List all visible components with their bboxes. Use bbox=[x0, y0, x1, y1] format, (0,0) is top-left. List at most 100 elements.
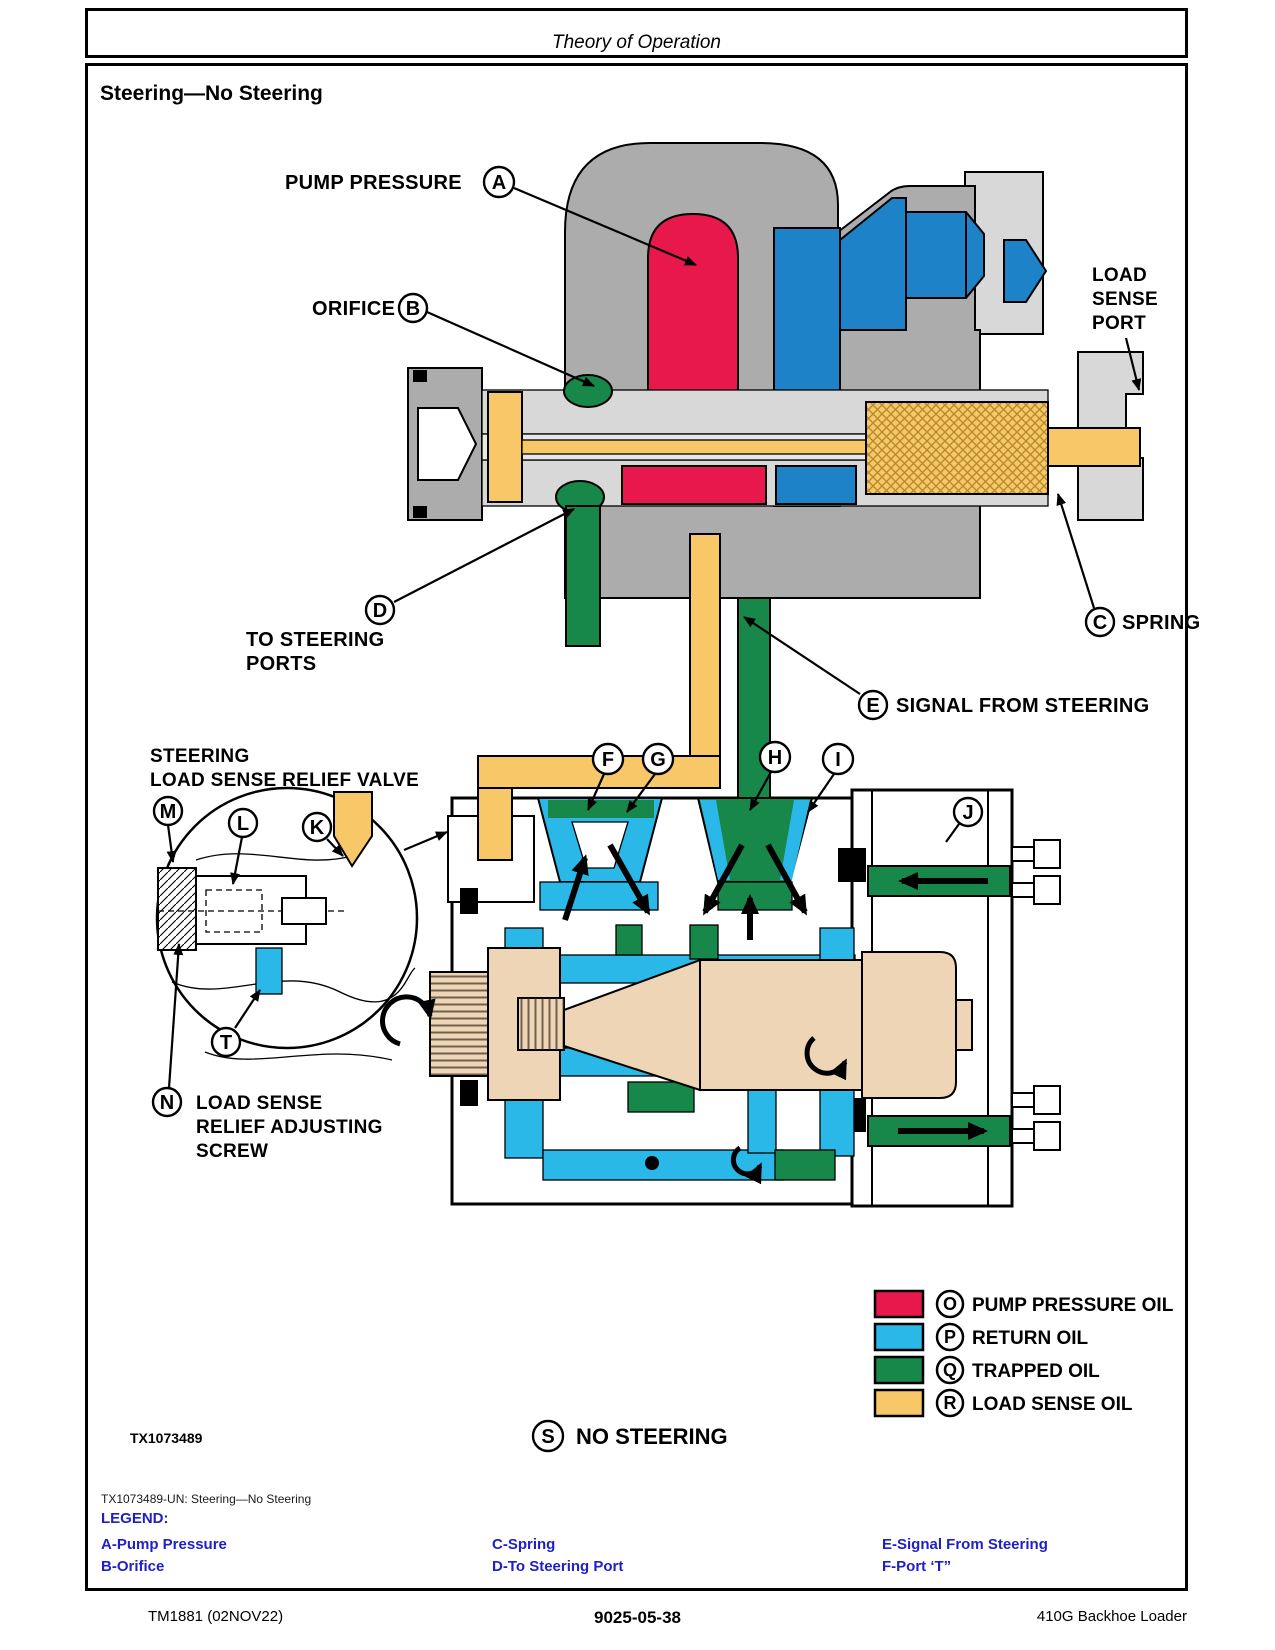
label-adjusting-screw: LOAD SENSE bbox=[196, 1093, 323, 1114]
legend-circle bbox=[935, 1388, 965, 1418]
callout-circle bbox=[857, 689, 889, 721]
return-flow-arrow bbox=[607, 843, 651, 916]
leader-f bbox=[586, 773, 606, 811]
callout-letter: N bbox=[160, 1092, 174, 1114]
trapped-flow-arrow bbox=[765, 843, 808, 916]
section-title: Steering—No Steering bbox=[100, 82, 323, 105]
trapped-funnel-cyan-edge bbox=[700, 800, 730, 880]
callout-t: T bbox=[210, 1026, 242, 1058]
leader-e bbox=[743, 616, 861, 695]
callout-letter: C bbox=[1093, 612, 1107, 634]
callout-circle bbox=[151, 1086, 183, 1118]
shaft-spline-teeth bbox=[517, 997, 565, 1051]
leader-b bbox=[426, 310, 595, 388]
leader-m bbox=[166, 824, 177, 863]
page-footer: 9025-05-38 TM1881 (02NOV22) 410G Backhoe… bbox=[0, 1608, 1275, 1638]
leader-a bbox=[513, 186, 697, 267]
load-sense-pipe-vertical bbox=[689, 533, 721, 767]
callout-letter: G bbox=[650, 749, 666, 771]
blue-hex-fitting bbox=[905, 211, 985, 299]
relief-port-t-return bbox=[255, 947, 283, 995]
legend-letter: O bbox=[943, 1294, 957, 1314]
spool-spring-coils bbox=[865, 401, 1049, 495]
trapped-pocket bbox=[615, 924, 643, 956]
bolt-head bbox=[1033, 839, 1061, 869]
oil-legend-row: O PUMP PRESSURE OIL bbox=[873, 1289, 1174, 1319]
legend-letter: P bbox=[944, 1327, 956, 1347]
trapped-pocket bbox=[689, 924, 719, 960]
figure-frame bbox=[85, 63, 1188, 1591]
callout-k: K bbox=[301, 811, 333, 843]
label-adjusting-screw: RELIEF ADJUSTING bbox=[196, 1117, 383, 1138]
legend-item-e: E-Signal From Steering bbox=[882, 1536, 1048, 1553]
legend-letter: R bbox=[944, 1393, 957, 1413]
oil-legend-row: P RETURN OIL bbox=[873, 1322, 1089, 1352]
trapped-flow-arrow bbox=[702, 843, 745, 916]
label-load-sense-port: LOAD bbox=[1092, 265, 1147, 286]
footer-manual-id: TM1881 (02NOV22) bbox=[148, 1608, 284, 1625]
motor-internals bbox=[380, 797, 973, 1185]
spring-shaft bbox=[1047, 427, 1141, 467]
inset-pointer bbox=[403, 830, 448, 852]
callout-m: M bbox=[152, 795, 184, 827]
callout-letter: H bbox=[768, 747, 782, 769]
callout-l: L bbox=[227, 807, 259, 839]
callout-b: B bbox=[397, 292, 429, 324]
callout-letter: K bbox=[310, 817, 325, 839]
flange-bolt bbox=[1011, 1121, 1061, 1151]
callout-circle bbox=[152, 795, 184, 827]
callout-f: F bbox=[591, 742, 625, 776]
callout-circle bbox=[531, 1419, 565, 1453]
legend-letter: Q bbox=[943, 1360, 957, 1380]
legend-circle bbox=[935, 1289, 965, 1319]
relief-valve-inset bbox=[155, 786, 448, 1061]
legend-label: LOAD SENSE OIL bbox=[972, 1394, 1133, 1415]
leader-n bbox=[167, 943, 184, 1089]
callout-letter: S bbox=[541, 1426, 554, 1448]
label-load-sense-port: SENSE bbox=[1092, 289, 1158, 310]
seal-block bbox=[460, 1080, 478, 1106]
bolt-head bbox=[1033, 1121, 1061, 1151]
callout-letter: M bbox=[160, 801, 177, 823]
leader-c bbox=[1056, 493, 1096, 609]
legend-title: LEGEND: bbox=[101, 1510, 169, 1527]
leader-i bbox=[807, 773, 835, 813]
hex-socket-plug bbox=[417, 407, 478, 481]
footer-page-number: 9025-05-38 bbox=[594, 1608, 681, 1627]
diagram-labels: PUMP PRESSURE ORIFICE LOAD SENSE PORT TO… bbox=[130, 172, 1200, 1446]
callout-i: I bbox=[821, 742, 855, 776]
callout-circle bbox=[758, 740, 792, 774]
flange-bolt bbox=[1011, 1085, 1061, 1115]
label-orifice: ORIFICE bbox=[312, 298, 395, 320]
leader-load-sense-port bbox=[1124, 337, 1142, 391]
flange-bolt bbox=[1011, 875, 1061, 905]
leader-j bbox=[945, 823, 960, 843]
callout-circle bbox=[641, 742, 675, 776]
seal-block bbox=[460, 888, 478, 914]
bolt-head bbox=[1033, 875, 1061, 905]
load-sense-pipe-drop bbox=[477, 787, 513, 861]
legend-column-1: A-Pump Pressure B-Orifice bbox=[101, 1534, 227, 1578]
flange-bolt bbox=[1011, 839, 1061, 869]
rotation-arrow bbox=[730, 1145, 763, 1185]
break-line bbox=[171, 967, 416, 1003]
callout-circle bbox=[227, 807, 259, 839]
pivot-dot bbox=[645, 1156, 659, 1170]
splined-coupler-teeth bbox=[429, 971, 489, 1077]
legend-circle bbox=[935, 1355, 965, 1385]
priority-valve-section bbox=[407, 142, 1144, 599]
callout-circle bbox=[301, 811, 333, 843]
legend-item-b: B-Orifice bbox=[101, 1558, 165, 1575]
oil-legend-row: R LOAD SENSE OIL bbox=[873, 1388, 1133, 1418]
relief-spring-hatch bbox=[157, 867, 197, 951]
leader-k bbox=[326, 838, 344, 857]
label-pump-pressure: PUMP PRESSURE bbox=[285, 172, 462, 194]
oil-legend: O PUMP PRESSURE OIL P RETURN OIL Q TRAPP… bbox=[873, 1289, 1174, 1418]
flange-trapped-channels bbox=[867, 865, 1011, 1147]
blue-angled-fitting bbox=[839, 197, 907, 331]
trapped-funnel-cyan-edge bbox=[780, 800, 810, 880]
trapped-pocket bbox=[627, 1081, 695, 1113]
bolt-shank bbox=[1011, 846, 1035, 862]
callout-a: A bbox=[482, 165, 516, 199]
